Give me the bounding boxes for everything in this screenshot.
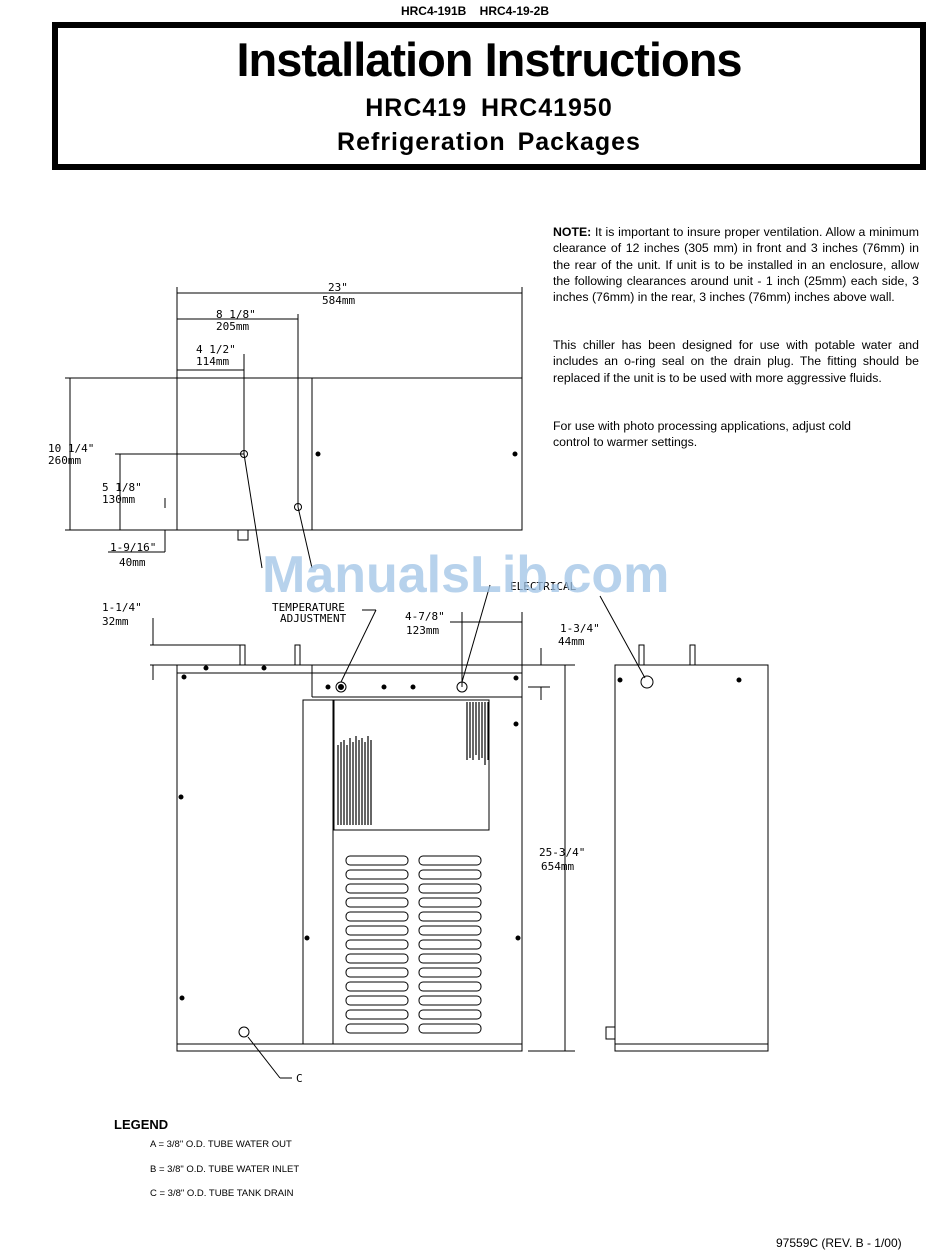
- dim-f-in: 1-1/4": [102, 601, 142, 614]
- dim-e-in: 1-9/16": [110, 541, 156, 554]
- dim-c-in: 10 1/4": [48, 442, 94, 455]
- legend-title: LEGEND: [114, 1117, 169, 1132]
- legend-item-c: C = 3/8" O.D. TUBE TANK DRAIN: [150, 1188, 294, 1199]
- model-codes: HRC4-191B HRC4-19-2B: [400, 4, 550, 18]
- dim-height-in: 25-3/4": [539, 846, 585, 859]
- potable-water-note: This chiller has been designed for use w…: [553, 338, 919, 385]
- louver-vents: [345, 855, 482, 1034]
- model-numbers: HRC419 HRC41950: [365, 94, 613, 122]
- dim-b-mm: 114mm: [196, 355, 229, 368]
- dim-c-mm: 260mm: [48, 454, 81, 467]
- dim-width-mm: 584mm: [322, 294, 355, 307]
- callout-c: C: [296, 1072, 303, 1085]
- photo-processing-note: For use with photo processing applicatio…: [553, 419, 852, 450]
- legend-item-b: B = 3/8" O.D. TUBE WATER INLET: [150, 1164, 300, 1175]
- dim-g-in: 4-7/8": [405, 610, 445, 623]
- dim-h-in: 1-3/4": [560, 622, 600, 635]
- dim-d-mm: 130mm: [102, 493, 135, 506]
- dim-a-mm: 205mm: [216, 320, 249, 333]
- document-number: 97559C (REV. B - 1/00): [776, 1236, 902, 1250]
- dim-f-mm: 32mm: [102, 615, 129, 628]
- legend-item-a: A = 3/8" O.D. TUBE WATER OUT: [150, 1139, 292, 1150]
- dim-h-mm: 44mm: [558, 635, 585, 648]
- page-title: Installation Instructions: [236, 33, 742, 86]
- dim-width-in: 23": [328, 281, 348, 294]
- side-view-outline: [614, 664, 769, 1052]
- note-text: It is important to insure proper ventila…: [553, 225, 919, 305]
- electrical-label: ELECTRICAL: [510, 580, 577, 593]
- temperature-label: TEMPERATURE: [272, 601, 345, 614]
- dim-height-mm: 654mm: [541, 860, 574, 873]
- adjustment-label: ADJUSTMENT: [280, 612, 347, 625]
- dim-e-mm: 40mm: [119, 556, 146, 569]
- note-label: NOTE:: [553, 225, 592, 239]
- page-subtitle: Refrigeration Packages: [337, 128, 641, 156]
- ventilation-note: NOTE: It is important to insure proper v…: [553, 224, 919, 305]
- dim-b-in: 4 1/2": [196, 343, 236, 356]
- dim-g-mm: 123mm: [406, 624, 439, 637]
- side-port-circle: [640, 675, 654, 689]
- dim-a-in: 8 1/8": [216, 308, 256, 321]
- watermark: ManualsLib.com: [262, 546, 670, 604]
- title-box: Installation Instructions HRC419 HRC4195…: [52, 22, 926, 170]
- dim-d-in: 5 1/8": [102, 481, 142, 494]
